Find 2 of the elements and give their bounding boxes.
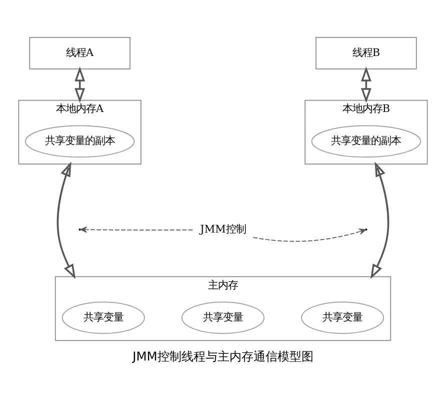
caption: JMM控制线程与主内存通信模型图: [132, 349, 314, 364]
node-text: JMM控制: [200, 222, 246, 235]
